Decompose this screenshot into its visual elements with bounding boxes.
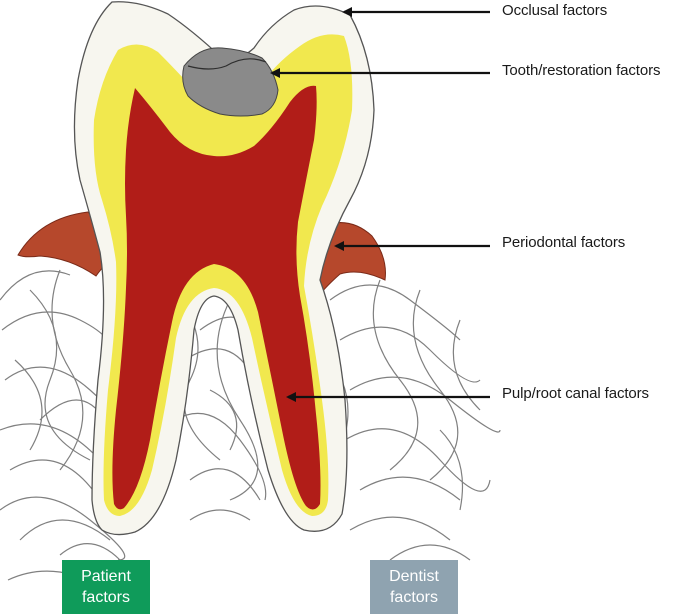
occlusal-factors-label: Occlusal factors [502, 2, 608, 19]
dentist-factors-box: Dentist factors [370, 560, 458, 614]
alveolar-bone [0, 269, 501, 586]
tooth-restoration-factors-label: Tooth/restoration factors [502, 62, 661, 79]
restoration-top-curve [187, 58, 267, 70]
dentist-factors-line1: Dentist [389, 568, 439, 585]
patient-factors-line1: Patient [81, 568, 131, 585]
pulp-root-canal-factors-label: Pulp/root canal factors [502, 385, 649, 402]
patient-factors-box: Patient factors [62, 560, 150, 614]
restoration [182, 47, 279, 117]
patient-factors-line2: factors [81, 589, 130, 606]
periodontal-factors-label: Periodontal factors [502, 234, 626, 251]
dentist-factors-line2: factors [389, 589, 438, 606]
pulp-chamber [112, 85, 321, 510]
